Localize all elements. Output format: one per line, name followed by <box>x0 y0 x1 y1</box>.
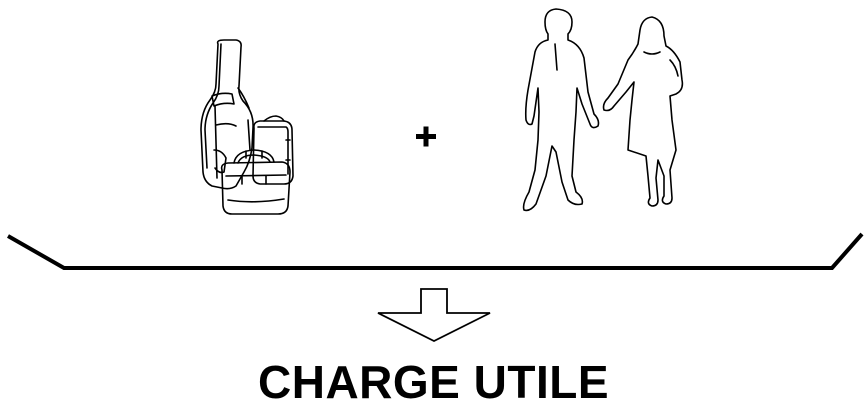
people-silhouette-icon <box>524 9 683 210</box>
down-arrow-icon <box>378 289 490 341</box>
plus-sign <box>416 127 436 147</box>
result-label: CHARGE UTILE <box>0 352 867 412</box>
grouping-bracket <box>8 234 862 268</box>
luggage-icon <box>201 40 293 214</box>
